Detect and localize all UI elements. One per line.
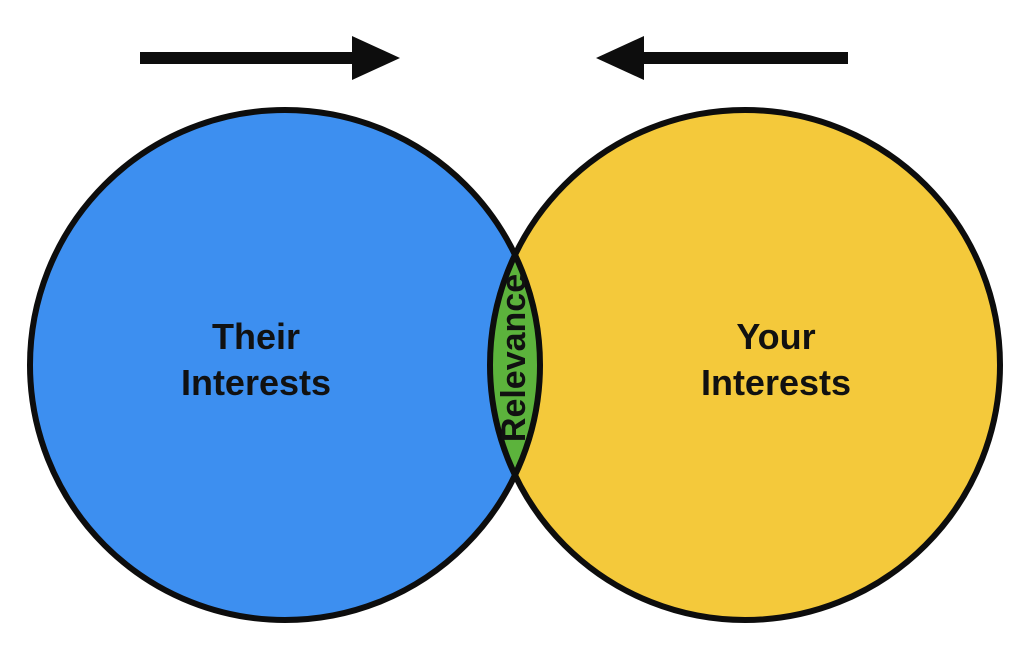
your-label-line2: Interests	[701, 362, 851, 403]
your-interests-circle	[490, 110, 1000, 620]
their-interests-circle	[30, 110, 540, 620]
your-label-line1: Your	[736, 316, 815, 357]
arrow-left-icon	[596, 36, 848, 80]
arrow-right-icon	[140, 36, 400, 80]
their-label-line1: Their	[212, 316, 300, 357]
your-interests-outline	[487, 107, 1003, 623]
their-label-line2: Interests	[181, 362, 331, 403]
relevance-label: Relevance	[495, 274, 533, 442]
their-interests-outline	[27, 107, 543, 623]
